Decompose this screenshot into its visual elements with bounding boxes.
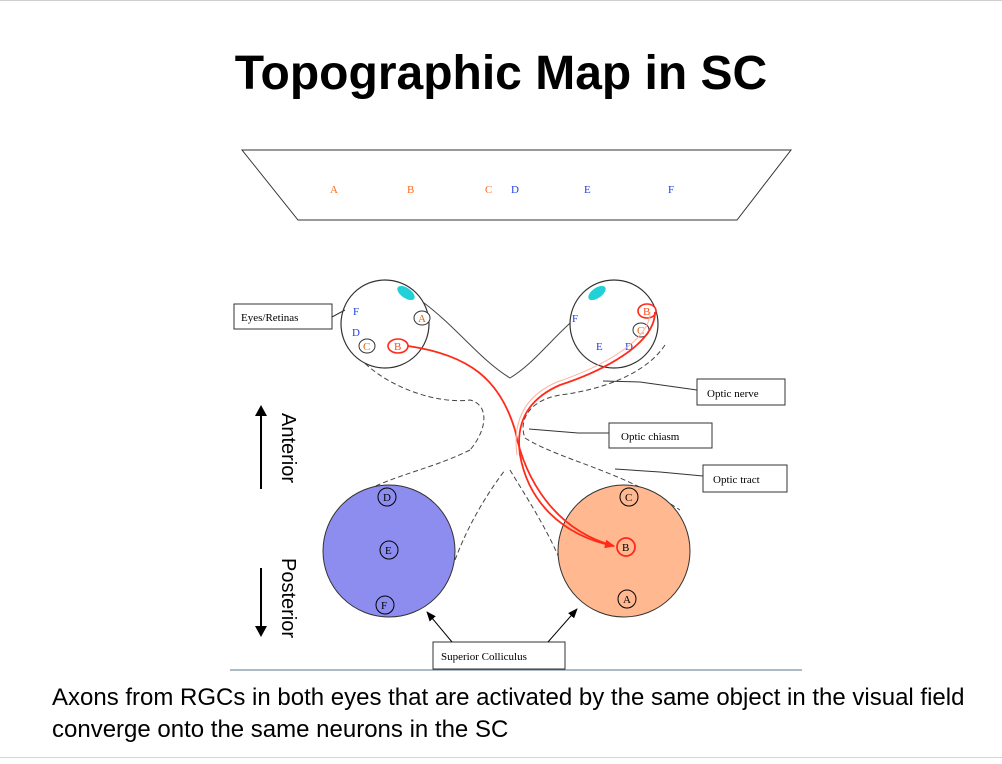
posterior-arrowhead-icon	[255, 626, 267, 637]
right-sc-b-circle	[616, 537, 636, 557]
left-sc-e-circle	[379, 540, 399, 560]
right-eye-letter-c: C	[637, 325, 644, 337]
posterior-label: Posterior	[277, 558, 299, 638]
right-sc-a-circle	[617, 589, 637, 609]
right-sc-letter-a: A	[623, 594, 631, 606]
eyes-label-pointer	[331, 309, 346, 318]
right-superior-colliculus	[557, 484, 691, 618]
left-eye-letter-b: B	[394, 341, 401, 353]
optic-nerve-pointer	[602, 380, 698, 391]
pathway-outline-top	[419, 299, 601, 379]
axon-right-eye-b	[518, 311, 656, 549]
sc-pointer-right	[547, 608, 578, 643]
pathway-outline-inner-right	[509, 469, 561, 561]
superior-colliculus-label-box	[432, 641, 566, 670]
eyes-retinas-label: Eyes/Retinas	[241, 312, 298, 324]
field-letter-c: C	[485, 184, 492, 196]
left-eye-letter-a: A	[418, 313, 426, 325]
right-eye-letter-d: D	[625, 341, 633, 353]
left-eye-letter-c: C	[363, 341, 370, 353]
left-eye-lens-icon	[397, 285, 415, 301]
field-letter-d: D	[511, 184, 519, 196]
top-divider	[0, 0, 1002, 1]
left-sc-letter-d: D	[383, 492, 391, 504]
left-eye	[340, 279, 430, 369]
left-eye-c-circle	[358, 338, 376, 354]
optic-chiasm-label: Optic chiasm	[621, 431, 680, 443]
bottom-divider	[0, 757, 1002, 758]
pathway-outline-left-upper	[349, 344, 485, 451]
left-eye-a-circle	[413, 310, 431, 326]
slide-caption: Axons from RGCs in both eyes that are ac…	[52, 684, 965, 743]
field-letter-f: F	[668, 184, 674, 196]
optic-nerve-label-box	[696, 378, 786, 406]
right-sc-letter-b: B	[622, 542, 629, 554]
left-superior-colliculus	[322, 484, 456, 618]
slide-title: Topographic Map in SC	[234, 47, 768, 100]
anterior-label: Anterior	[277, 413, 299, 483]
right-eye-b-circle	[637, 303, 657, 319]
anterior-arrowhead-icon	[255, 405, 267, 416]
left-sc-d-circle	[377, 487, 397, 507]
visual-field-screen	[240, 149, 793, 221]
pathway-outline-inner-left	[454, 469, 506, 561]
optic-tract-pointer	[614, 468, 704, 477]
left-eye-letter-f: F	[353, 306, 359, 318]
optic-tract-label-box	[702, 464, 788, 493]
sc-pointer-left	[426, 611, 453, 643]
right-eye-letter-b: B	[643, 306, 650, 318]
left-sc-f-circle	[375, 595, 395, 615]
eyes-retinas-label-box	[233, 303, 333, 330]
field-letter-a: A	[330, 184, 338, 196]
right-sc-c-circle	[619, 487, 639, 507]
optic-tract-label: Optic tract	[713, 474, 760, 486]
left-sc-letter-e: E	[385, 545, 392, 557]
right-sc-letter-c: C	[625, 492, 632, 504]
field-letter-e: E	[584, 184, 591, 196]
axon-right-eye-b-shadow	[515, 311, 651, 456]
field-letter-b: B	[407, 184, 414, 196]
superior-colliculus-label: Superior Colliculus	[441, 651, 527, 663]
left-eye-letter-d: D	[352, 327, 360, 339]
pathway-outline-right-upper	[522, 344, 666, 439]
right-eye-lens-icon	[588, 285, 606, 301]
right-eye-letter-e: E	[596, 341, 603, 353]
right-eye-letter-f: F	[572, 313, 578, 325]
optic-nerve-label: Optic nerve	[707, 388, 759, 400]
left-sc-letter-f: F	[381, 600, 387, 612]
optic-chiasm-label-box	[608, 422, 713, 449]
optic-chiasm-pointer	[528, 428, 609, 434]
axon-left-eye-b	[407, 345, 615, 548]
